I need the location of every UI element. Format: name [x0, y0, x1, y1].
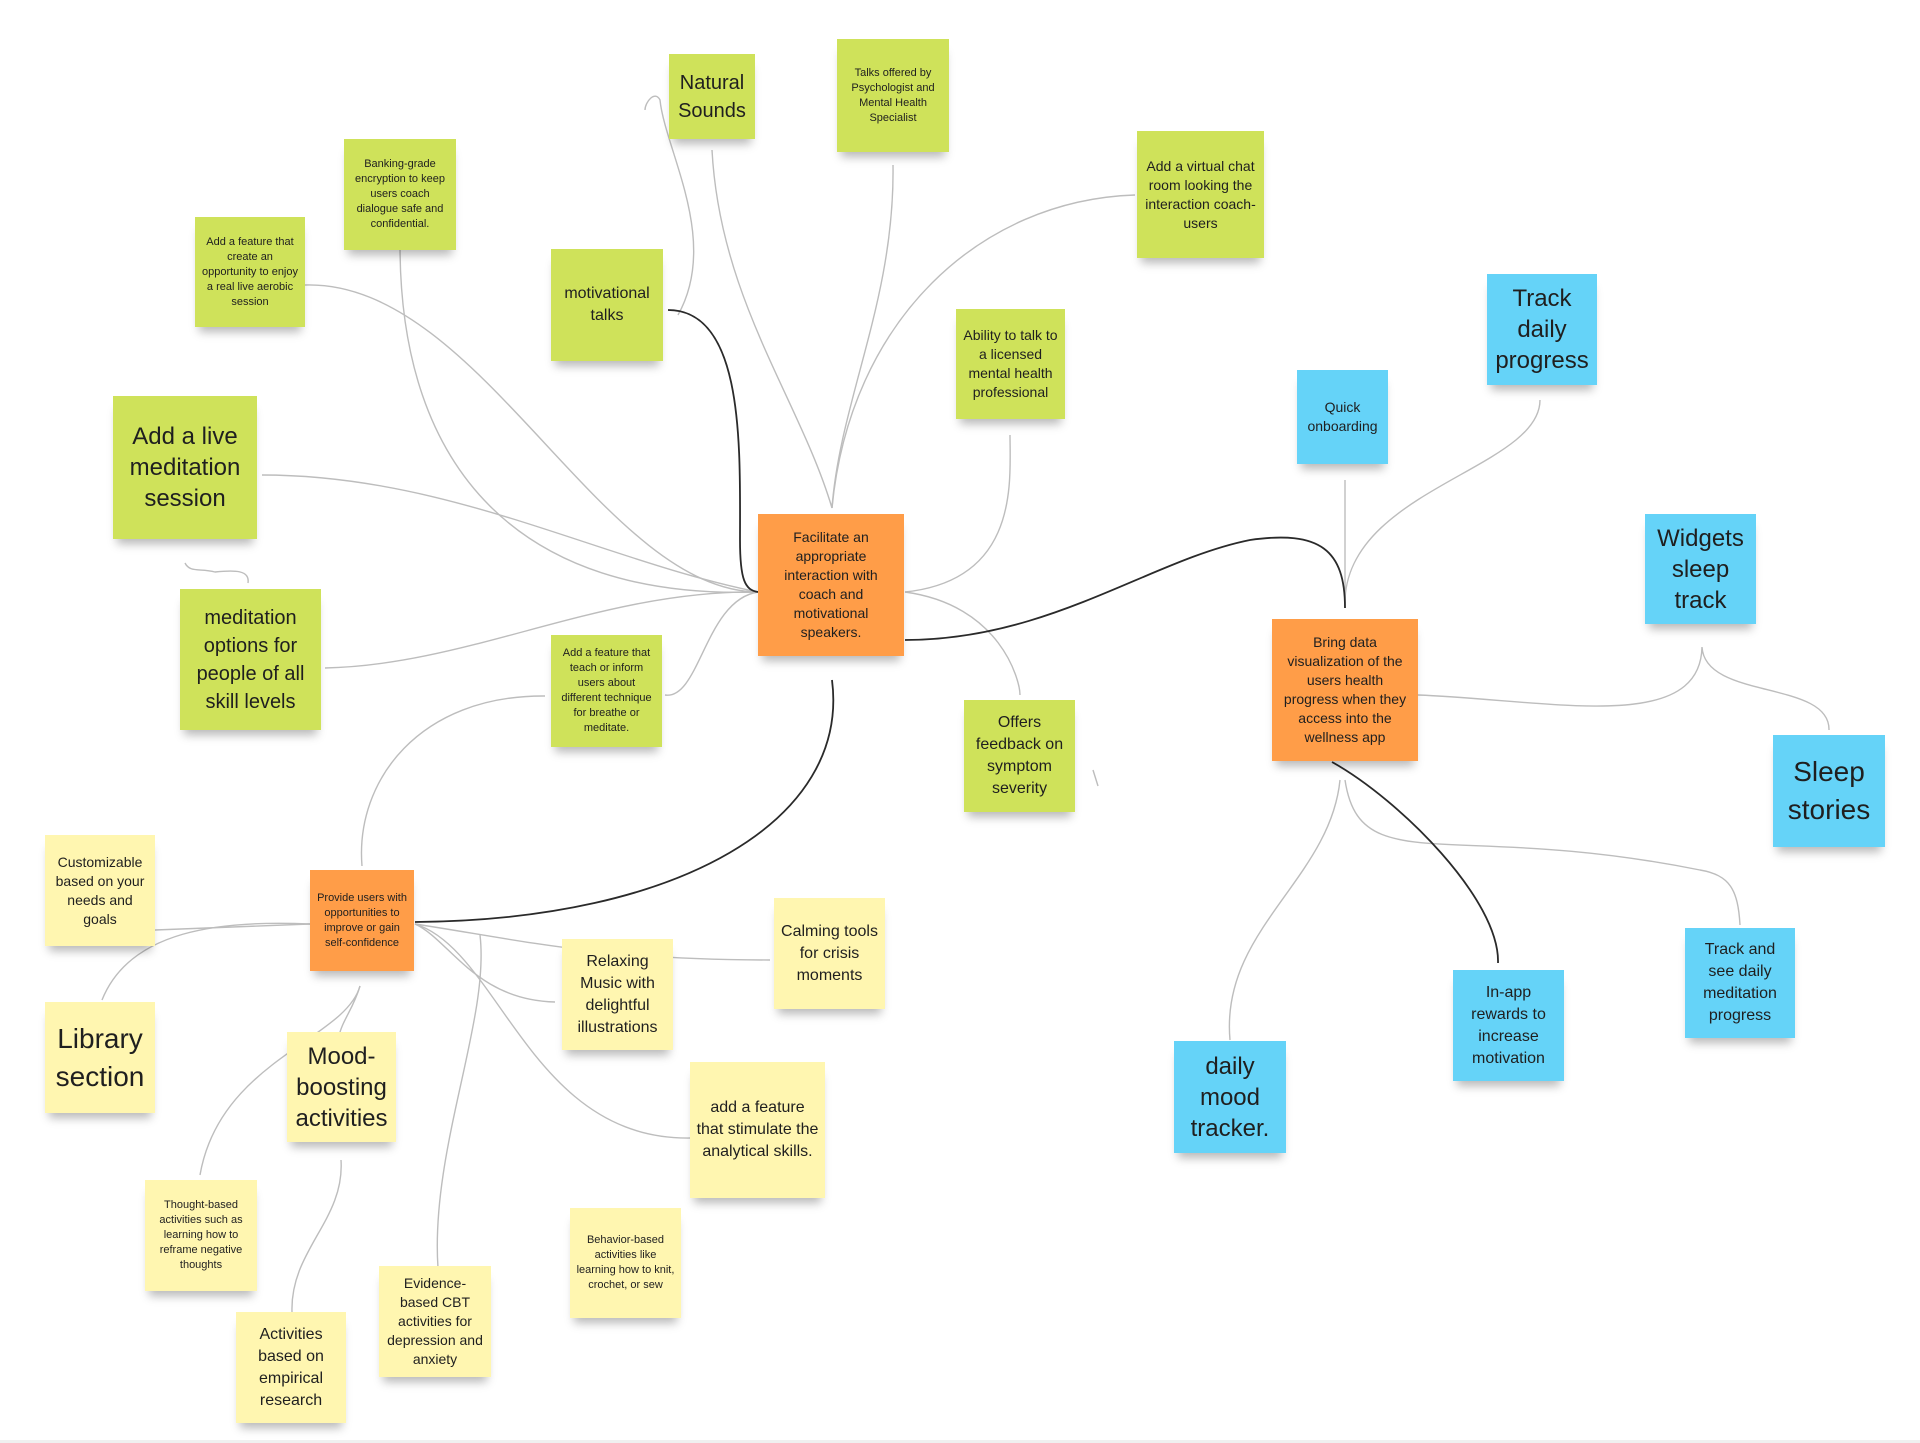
connector-empirical — [291, 1159, 342, 1313]
connector-mood-tracker — [1228, 779, 1341, 1041]
note-talks-offered[interactable]: Talks offered by Psychologist and Mental… — [837, 39, 949, 152]
note-thought-based[interactable]: Thought-based activities such as learnin… — [145, 1180, 257, 1291]
connector-dark-coach-confidence — [414, 679, 835, 923]
connector-stray-mark — [1092, 769, 1099, 787]
note-relaxing-music[interactable]: Relaxing Music with delightful illustrat… — [562, 939, 673, 1050]
note-natural-sounds[interactable]: Natural Sounds — [669, 54, 755, 139]
connector-natural-sounds — [711, 149, 833, 509]
note-track-daily-progress[interactable]: Track daily progress — [1487, 274, 1597, 385]
connector-symptom — [904, 591, 1021, 696]
note-quick-onboarding[interactable]: Quick onboarding — [1297, 370, 1388, 464]
connector-motivational-loop — [644, 95, 695, 316]
connector-virtual-chat — [831, 194, 1136, 509]
connector-evidence — [436, 934, 482, 1269]
note-behavior-based[interactable]: Behavior-based activities like learning … — [570, 1208, 681, 1318]
note-licensed-professional[interactable]: Ability to talk to a licensed mental hea… — [956, 309, 1065, 419]
note-evidence-cbt[interactable]: Evidence-based CBT activities for depres… — [379, 1266, 491, 1377]
connector-track-meditation — [1344, 779, 1741, 926]
note-widgets-sleep-track[interactable]: Widgets sleep track — [1645, 514, 1756, 624]
hub-data-note[interactable]: Bring data visualization of the users he… — [1272, 619, 1418, 761]
note-meditation-options[interactable]: meditation options for people of all ski… — [180, 589, 321, 730]
note-customizable[interactable]: Customizable based on your needs and goa… — [45, 835, 155, 946]
connector-track-daily — [1344, 399, 1541, 609]
note-empirical-research[interactable]: Activities based on empirical research — [236, 1312, 346, 1423]
note-banking-encryption[interactable]: Banking-grade encryption to keep users c… — [344, 139, 456, 250]
note-library-section[interactable]: Library section — [45, 1002, 155, 1113]
note-breathe-technique[interactable]: Add a feature that teach or inform users… — [551, 635, 662, 747]
hub-confidence-note[interactable]: Provide users with opportunities to impr… — [310, 870, 414, 971]
hub-coach-note[interactable]: Facilitate an appropriate interaction wi… — [758, 514, 904, 656]
hub-confidence-text: Provide users with opportunities to impr… — [317, 891, 407, 949]
connector-library — [101, 922, 311, 1001]
note-motivational-talks[interactable]: motivational talks — [551, 249, 663, 361]
note-mood-boosting[interactable]: Mood-boosting activities — [287, 1032, 396, 1142]
connector-thought — [199, 985, 361, 1176]
connector-banking — [399, 244, 759, 594]
note-inapp-rewards[interactable]: In-app rewards to increase motivation — [1453, 970, 1564, 1081]
connector-widgets-sleep — [1417, 646, 1830, 731]
note-sleep-stories[interactable]: Sleep stories — [1773, 735, 1885, 847]
connector-tilde — [184, 562, 249, 584]
connector-meditation-options — [324, 591, 759, 669]
hub-data-text: Bring data visualization of the users he… — [1283, 634, 1407, 745]
connector-live-meditation — [261, 474, 759, 593]
note-live-aerobic[interactable]: Add a feature that create an opportunity… — [195, 217, 305, 327]
note-live-meditation[interactable]: Add a live meditation session — [113, 396, 257, 539]
connector-live-aerobic — [304, 284, 759, 593]
connector-dark-motivational — [667, 309, 759, 593]
note-analytical-skills[interactable]: add a feature that stimulate the analyti… — [690, 1062, 825, 1198]
connector-to-breathe-note — [360, 695, 546, 867]
connector-relaxing — [414, 923, 556, 1003]
note-calming-tools[interactable]: Calming tools for crisis moments — [774, 898, 885, 1009]
note-symptom-feedback[interactable]: Offers feedback on symptom severity — [964, 700, 1075, 812]
connector-breathe — [664, 591, 759, 696]
connector-talks-offered — [831, 164, 894, 509]
connector-dark-rewards — [1331, 761, 1499, 964]
note-virtual-chat[interactable]: Add a virtual chat room looking the inte… — [1137, 131, 1264, 258]
connector-customizable — [154, 923, 311, 931]
hub-coach-text: Facilitate an appropriate interaction wi… — [784, 529, 878, 640]
note-track-meditation[interactable]: Track and see daily meditation progress — [1685, 928, 1795, 1038]
connector-dark-coach-data — [904, 536, 1346, 641]
connector-analytical — [414, 923, 691, 1139]
note-mood-tracker[interactable]: daily mood tracker. — [1174, 1041, 1286, 1153]
bottom-edge-line — [0, 1440, 1920, 1443]
connector-licensed — [904, 434, 1011, 593]
